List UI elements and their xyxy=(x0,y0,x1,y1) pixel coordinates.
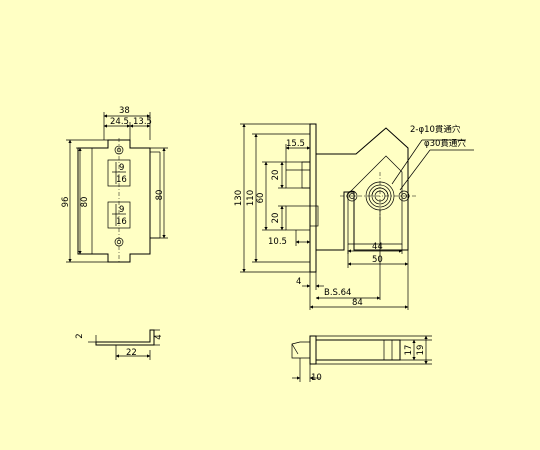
strike-side-thickness-left: 2 xyxy=(75,333,85,338)
slot-bottom-dim-a: 9 xyxy=(119,205,124,215)
strike-side-thickness-right: 4 xyxy=(154,334,164,339)
body-height-bolts: 60 xyxy=(256,193,266,204)
strike-height-inner: 80 xyxy=(80,197,90,208)
strike-width-total: 38 xyxy=(119,106,130,116)
latch-height-dim: 20 xyxy=(271,170,281,181)
case-span-dim: 50 xyxy=(372,255,383,265)
deadbolt-width-dim: 10.5 xyxy=(268,237,287,247)
body-height-total: 130 xyxy=(234,190,244,206)
lock-body-bottom: 10 17 19 xyxy=(291,335,432,383)
strike-width-a: 24.5 xyxy=(110,117,129,127)
strike-plate-front: 9 16 9 16 38 24.5 13.5 96 80 80 xyxy=(61,106,168,264)
strike-plate-side: 2 4 22 xyxy=(75,329,164,360)
deadbolt-height-dim: 20 xyxy=(271,213,281,224)
latch-width-dim: 15.5 xyxy=(286,139,305,149)
body-height-case: 110 xyxy=(246,190,256,206)
strike-height-outer: 96 xyxy=(61,197,71,208)
plate-width-dim: 19 xyxy=(416,345,426,356)
overall-depth-dim: 84 xyxy=(352,298,363,308)
backset-dim: B.S.64 xyxy=(324,288,351,298)
hole-span-dim: 44 xyxy=(372,242,383,252)
hole-note-small: 2-φ10貫通穴 xyxy=(410,124,461,135)
plate-thickness-dim: 4 xyxy=(296,277,301,287)
strike-side-depth: 22 xyxy=(126,348,137,358)
slot-bottom-dim-b: 16 xyxy=(116,217,127,227)
lock-body-front: 2-φ10貫通穴 φ30貫通穴 15.5 20 20 10.5 130 1 xyxy=(234,123,474,310)
hole-note-large: φ30貫通穴 xyxy=(424,138,466,149)
strike-height-right: 80 xyxy=(155,190,165,201)
strike-width-b: 13.5 xyxy=(133,117,152,127)
slot-top-dim-b: 16 xyxy=(116,175,127,185)
latch-projection-dim: 10 xyxy=(311,373,322,383)
slot-top-dim-a: 9 xyxy=(119,163,124,173)
body-thickness-dim: 17 xyxy=(404,345,414,356)
